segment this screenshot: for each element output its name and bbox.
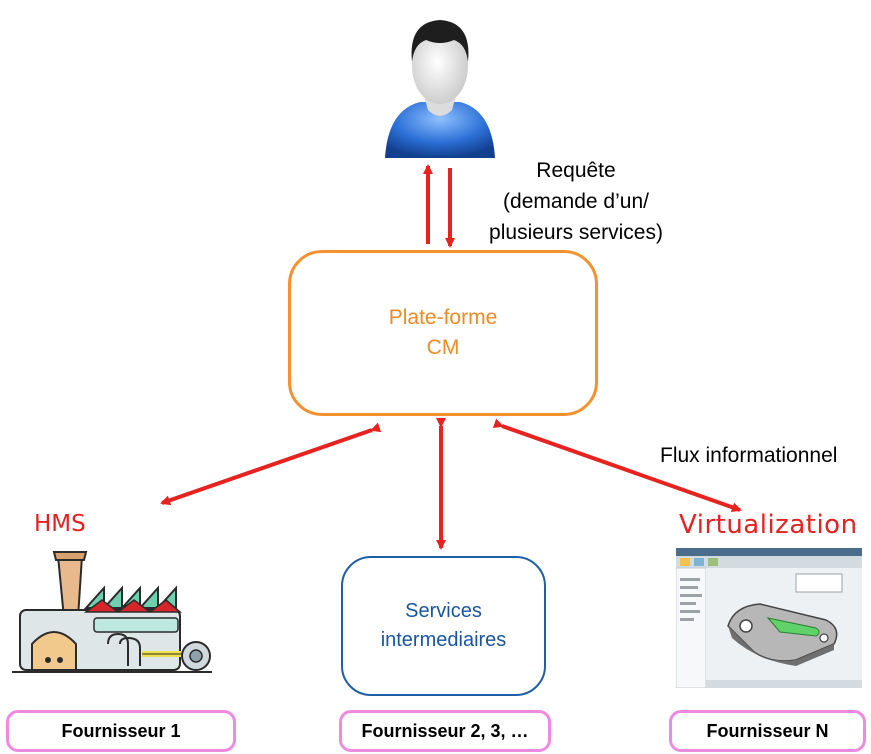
factory-icon xyxy=(12,551,212,673)
virtualization-label: Virtualization xyxy=(679,510,858,540)
services-line-1: Services xyxy=(405,600,482,622)
supplier-2-box: Fournisseur 2, 3, … xyxy=(339,710,551,752)
services-line-2: intermediaires xyxy=(380,629,507,651)
user-icon xyxy=(385,20,495,158)
platform-line-2: CM xyxy=(426,336,460,359)
request-line-3: plusieurs services) xyxy=(489,221,663,244)
platform-line-1: Plate-forme xyxy=(388,306,498,329)
flux-informationnel-label: Flux informationnel xyxy=(660,444,838,467)
virtualization-cad-image xyxy=(676,548,862,688)
hms-label: HMS xyxy=(34,511,86,537)
platform-cm-box: Plate-forme CM xyxy=(288,250,598,416)
supplier-1-box: Fournisseur 1 xyxy=(6,710,236,752)
services-intermediaires-box: Services intermediaires xyxy=(341,556,546,696)
request-line-1: Requête xyxy=(536,159,616,182)
arrow-platform-hms xyxy=(160,422,382,506)
request-label: Requête (demande d’un/ plusieurs service… xyxy=(476,158,676,246)
request-line-2: (demande d’un/ xyxy=(503,190,649,213)
supplier-n-box: Fournisseur N xyxy=(669,710,866,752)
arrow-platform-virtualization xyxy=(492,418,742,513)
